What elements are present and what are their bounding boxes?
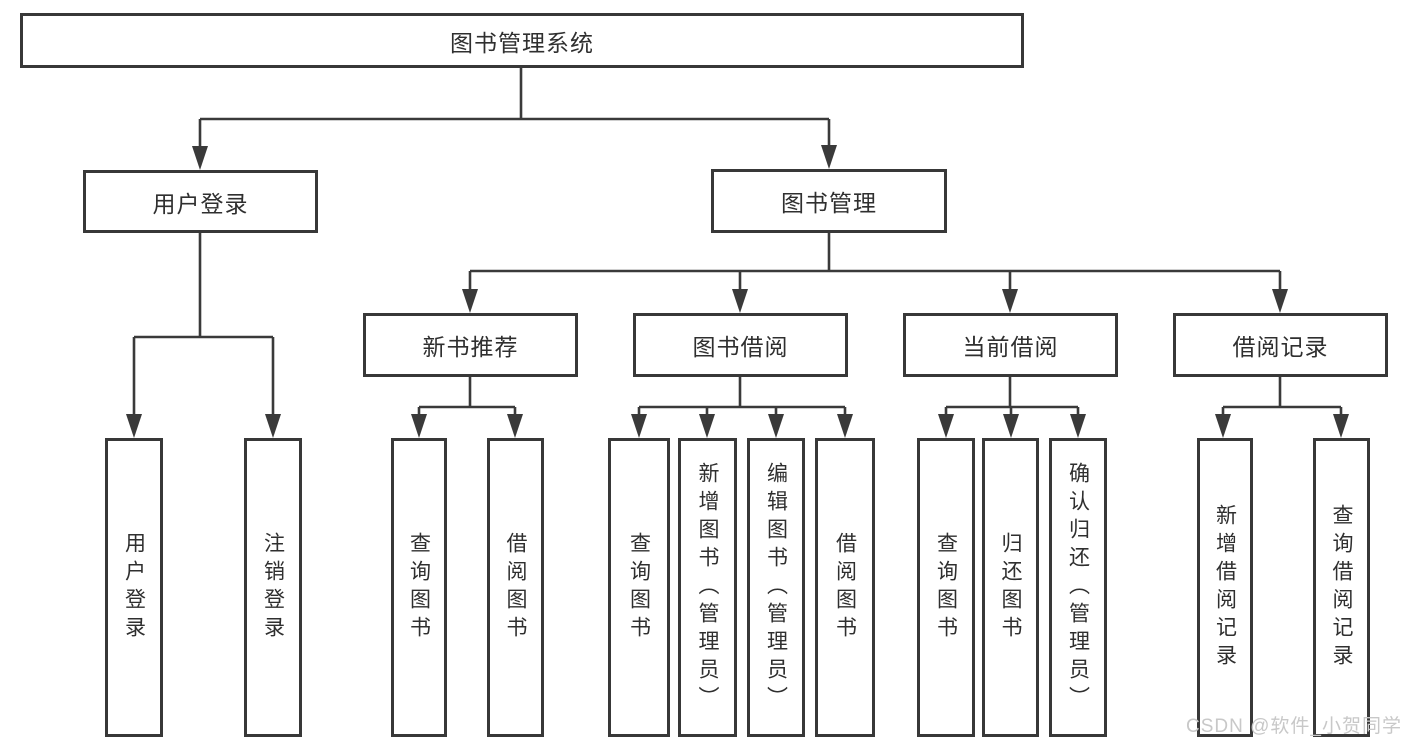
connector-userlogin-to-leaves <box>126 233 281 438</box>
node-new-book-recommend: 新书推荐 <box>363 313 578 377</box>
node-book-management: 图书管理 <box>711 169 947 233</box>
leaf-add-borrow-record: 新增借阅记录 <box>1197 438 1253 737</box>
leaf-query-book-1: 查询图书 <box>391 438 447 737</box>
node-new-book-recommend-label: 新书推荐 <box>422 334 519 360</box>
leaf-confirm-return-admin: 确认归还（管理员） <box>1049 438 1107 737</box>
leaf-query-book-2-label: 查询图书 <box>627 531 651 644</box>
node-user-login-label: 用户登录 <box>152 190 249 217</box>
leaf-return-book-label: 归还图书 <box>999 531 1022 644</box>
node-current-borrow: 当前借阅 <box>903 313 1118 377</box>
leaf-edit-book-admin: 编辑图书（管理员） <box>747 438 805 737</box>
leaf-edit-book-admin-label: 编辑图书（管理员） <box>764 461 788 714</box>
leaf-add-borrow-record-label: 新增借阅记录 <box>1213 503 1237 672</box>
leaf-query-book-1-label: 查询图书 <box>407 531 431 644</box>
node-borrow-records: 借阅记录 <box>1173 313 1388 377</box>
leaf-user-login: 用户登录 <box>105 438 163 737</box>
connector-newbook-to-leaves <box>411 377 523 438</box>
leaf-logout-label: 注销登录 <box>261 531 285 644</box>
connector-bookmgmt-to-level3 <box>462 233 1288 313</box>
connector-root-to-level2 <box>192 68 837 170</box>
leaf-add-book-admin: 新增图书（管理员） <box>678 438 737 737</box>
node-book-borrow: 图书借阅 <box>633 313 848 377</box>
node-root: 图书管理系统 <box>20 13 1024 68</box>
leaf-query-book-3: 查询图书 <box>917 438 975 737</box>
node-book-management-label: 图书管理 <box>781 190 877 216</box>
connector-currentborrow-to-leaves <box>938 377 1086 438</box>
leaf-borrow-book-2: 借阅图书 <box>815 438 875 737</box>
leaf-query-borrow-record: 查询借阅记录 <box>1313 438 1370 737</box>
node-root-label: 图书管理系统 <box>450 29 594 56</box>
leaf-borrow-book-1-label: 借阅图书 <box>504 531 527 644</box>
leaf-logout: 注销登录 <box>244 438 302 737</box>
leaf-query-book-2: 查询图书 <box>608 438 670 737</box>
node-borrow-records-label: 借阅记录 <box>1232 334 1329 360</box>
node-user-login: 用户登录 <box>83 170 318 233</box>
leaf-query-book-3-label: 查询图书 <box>934 531 958 644</box>
leaf-borrow-book-1: 借阅图书 <box>487 438 544 737</box>
leaf-borrow-book-2-label: 借阅图书 <box>833 531 857 644</box>
leaf-confirm-return-admin-label: 确认归还（管理员） <box>1066 461 1090 714</box>
leaf-user-login-label: 用户登录 <box>122 531 146 644</box>
node-book-borrow-label: 图书借阅 <box>692 334 789 360</box>
leaf-query-borrow-record-label: 查询借阅记录 <box>1330 503 1353 672</box>
connector-borrowrecords-to-leaves <box>1215 377 1349 438</box>
node-current-borrow-label: 当前借阅 <box>962 334 1059 360</box>
connector-bookborrow-to-leaves <box>631 377 853 438</box>
watermark-text: CSDN @软件_小贺同学 <box>1186 716 1402 737</box>
leaf-return-book: 归还图书 <box>982 438 1039 737</box>
leaf-add-book-admin-label: 新增图书（管理员） <box>696 461 719 714</box>
